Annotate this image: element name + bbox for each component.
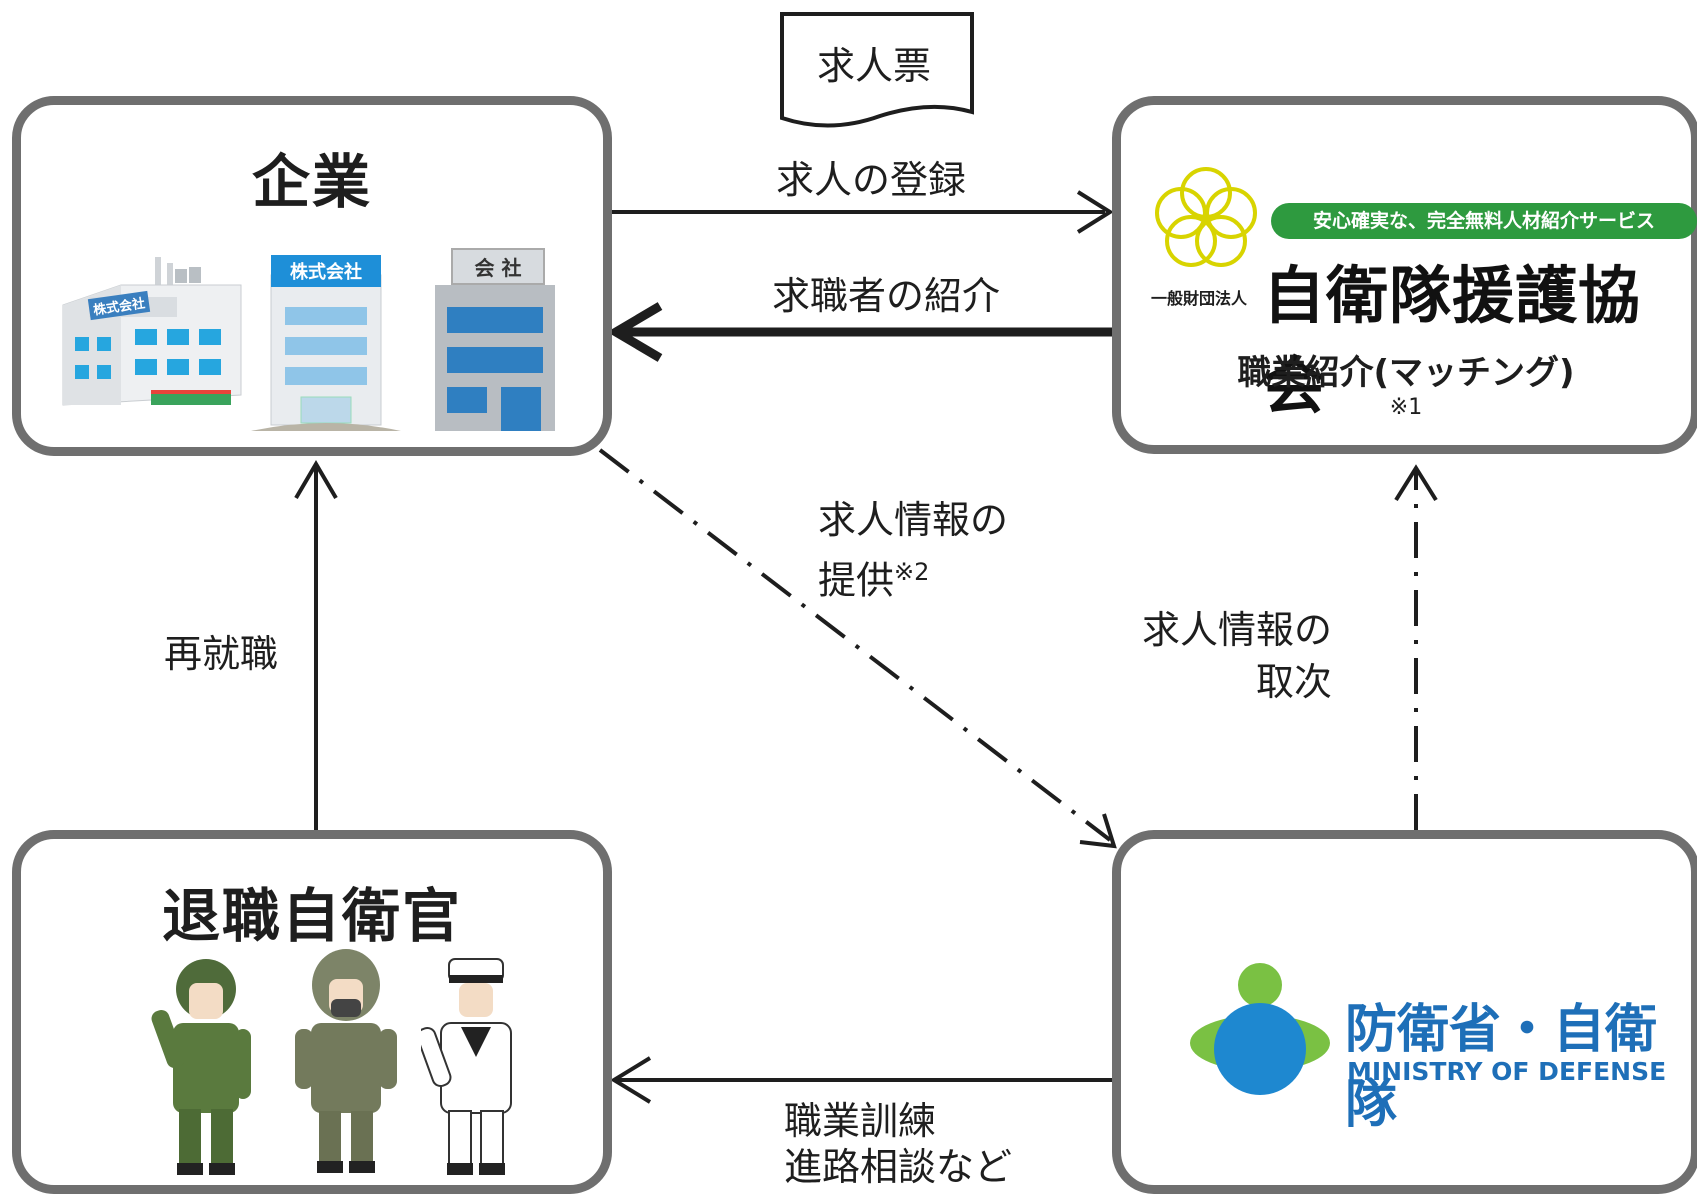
provide-note: ※2 [894,558,930,586]
provide-label-line2: 提供 [818,558,895,603]
association-prefix: 一般財団法人 [1151,289,1248,308]
retired-title: 退職自衛官 [161,882,462,950]
relay-label-line2: 取次 [1255,660,1332,704]
ministry-name-en: MINISTRY OF DEFENSE [1347,1057,1667,1086]
register-label: 求人の登録 [776,158,967,202]
association-role: 職業紹介(マッチング) [1237,353,1575,393]
company-title: 企業 [251,148,372,216]
support-label-line1: 職業訓練 [784,1099,937,1143]
soldier-pilot-icon [295,949,397,1173]
building-icon [251,274,401,431]
building-sign-3: 会 社 [451,248,545,285]
retired-box: 退職自衛官 [12,830,612,1194]
support-arrow [610,1056,1112,1104]
provide-arrow [598,448,1117,849]
reemploy-arrow [294,460,338,830]
introduce-label: 求職者の紹介 [772,274,1001,318]
soldier-sailor-icon [421,958,512,1175]
association-name: 自衛隊援護協会 [1263,259,1642,422]
flower-logo-icon [1155,167,1257,267]
provide-label: 求人情報の 提供※2 [818,494,1008,607]
ministry-box: 防衛省・自衛隊 MINISTRY OF DEFENSE [1112,830,1697,1194]
relay-arrow [1394,464,1438,830]
reemploy-label: 再就職 [164,632,279,676]
relay-label: 求人情報の 取次 [1132,604,1332,708]
relay-label-line1: 求人情報の [1141,608,1332,652]
introduce-arrow [607,302,1114,362]
document-label: 求人票 [817,44,932,88]
document-shape [780,12,974,128]
building-icon [435,285,555,431]
company-box: 企業 株式会社 株式会社 会 社 [12,96,612,456]
building-icon [62,257,242,406]
association-note: ※1 [1389,395,1423,420]
soldier-army-icon [151,959,251,1175]
building-sign-2: 株式会社 [271,255,381,287]
provide-label-line1: 求人情報の [818,498,1009,542]
association-ribbon: 安心確実な、完全無料人材紹介サービス [1271,203,1697,239]
support-label-line2: 進路相談など [784,1145,1013,1189]
support-label: 職業訓練 進路相談など [784,1098,1012,1190]
association-box: 安心確実な、完全無料人材紹介サービス 一般財団法人 自衛隊援護協会 職業紹介(マ… [1112,96,1697,454]
ministry-name: 防衛省・自衛隊 [1345,1000,1658,1135]
register-arrow [612,190,1114,234]
ministry-logo-icon [1190,963,1330,1095]
